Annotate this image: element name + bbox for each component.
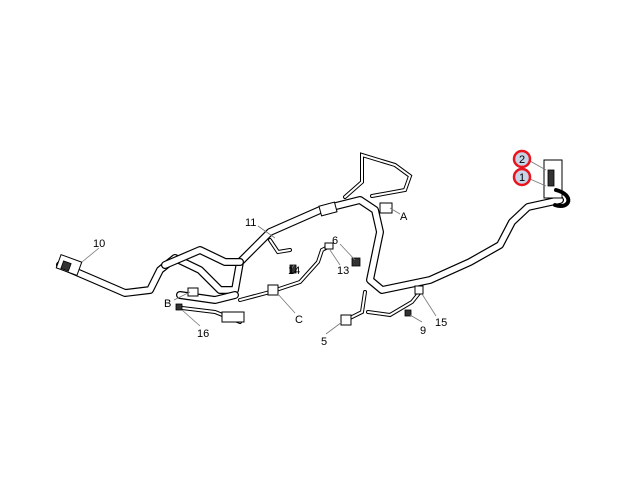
connector-13 [324,242,334,250]
connector-16 [175,303,183,311]
callout-labels: 10 11 6 A 14 13 B C 16 5 9 15 [93,211,447,348]
connector-14 [289,264,297,274]
harness-trunk [56,196,564,304]
connector-9 [404,309,412,317]
svg-text:1: 1 [519,172,525,184]
bracket-16 [221,311,245,323]
callout-5: 5 [321,336,327,348]
callout-2[interactable]: 2 [512,149,532,169]
callout-14: 14 [288,265,300,277]
leader-lines [81,160,547,335]
connectors [55,159,571,326]
callout-B: B [164,298,171,310]
callout-C: C [295,314,303,326]
callout-9: 9 [420,325,426,337]
callout-16: 16 [197,328,209,340]
callout-6: 6 [332,235,338,247]
bracket-A [379,202,393,214]
callout-13: 13 [337,265,349,277]
connector-5 [340,314,352,326]
callout-15: 15 [435,317,447,329]
callout-A: A [400,211,408,223]
bracket-C [267,284,279,296]
callout-11: 11 [245,217,256,229]
connector-6 [351,257,361,267]
svg-text:2: 2 [519,154,525,166]
harness-top-loop [343,152,413,199]
callout-1[interactable]: 1 [512,167,532,187]
callout-10: 10 [93,238,105,250]
harness-branches [180,238,422,324]
connector-15 [414,285,424,295]
highlighted-callouts[interactable]: 2 1 [512,149,532,187]
